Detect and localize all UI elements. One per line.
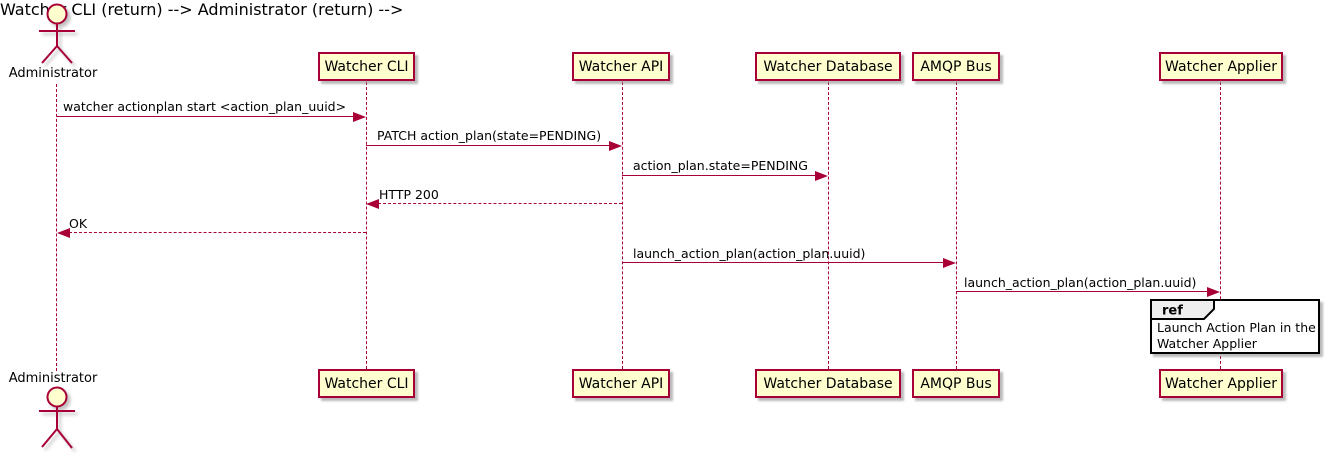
message-line [622,262,944,263]
arrowhead-right-icon [609,141,622,151]
actor-label: Administrator [8,371,98,386]
message-label: PATCH action_plan(state=PENDING) [377,128,602,143]
message-label: OK [69,216,88,231]
message-label: launch_action_plan(action_plan.uuid) [964,275,1197,290]
ref-text-line: Launch Action Plan in the [1157,320,1316,335]
ref-tab: ref [1150,299,1215,320]
participant-amqp-bus-bottom: AMQP Bus [912,369,1000,398]
message-label: HTTP 200 [379,187,439,202]
actor-figure-icon [39,386,75,449]
message-line [378,203,622,204]
lifeline-watcher-applier [1220,82,1221,369]
message-label: action_plan.state=PENDING [633,158,808,173]
participant-watcher-database-top: Watcher Database [755,52,901,81]
message-line [956,291,1208,292]
message-label: watcher actionplan start <action_plan_uu… [63,99,347,114]
ref-text-line: Watcher Applier [1157,336,1257,351]
actor-label: Administrator [8,66,98,81]
lifeline-watcher-api [622,82,623,369]
arrowhead-right-icon [943,258,956,268]
ref-fragment: ref Launch Action Plan in the Watcher Ap… [1150,299,1320,354]
ref-keyword: ref [1162,304,1183,319]
participant-watcher-cli-top: Watcher CLI [318,52,415,81]
lifeline-watcher-cli [366,82,367,369]
message-label: launch_action_plan(action_plan.uuid) [633,246,866,261]
arrowhead-right-icon [353,112,366,122]
participant-amqp-bus-top: AMQP Bus [912,52,1000,81]
participant-watcher-applier-top: Watcher Applier [1159,52,1283,81]
ref-text: Launch Action Plan in the Watcher Applie… [1157,320,1316,352]
lifeline-watcher-database [828,82,829,369]
participant-watcher-api-top: Watcher API [572,52,670,81]
message-line [366,145,611,146]
actor-figure-icon [39,3,75,64]
arrowhead-left-icon [57,228,70,238]
participant-watcher-cli-bottom: Watcher CLI [318,369,415,398]
message-line [622,175,817,176]
message-line [69,232,366,233]
arrowhead-right-icon [815,171,828,181]
participant-watcher-applier-bottom: Watcher Applier [1159,369,1283,398]
arrowhead-left-icon [366,199,379,209]
lifeline-amqp-bus [956,82,957,369]
arrowhead-right-icon [1207,287,1220,297]
message-line [57,116,355,117]
lifeline-administrator [56,84,57,371]
participant-watcher-api-bottom: Watcher API [572,369,670,398]
participant-watcher-database-bottom: Watcher Database [755,369,901,398]
